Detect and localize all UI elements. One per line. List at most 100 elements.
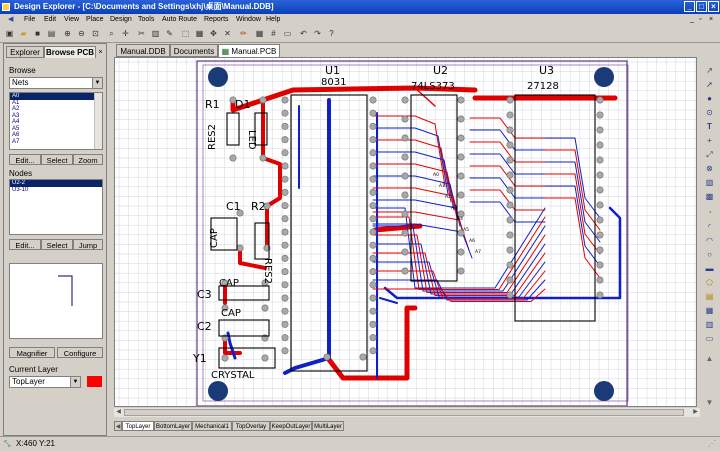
menu-reports[interactable]: Reports bbox=[204, 16, 229, 23]
zoom-in-icon[interactable]: ⊕ bbox=[64, 29, 71, 38]
paste-icon[interactable]: ▥ bbox=[151, 29, 160, 38]
pad-icon[interactable]: ● bbox=[707, 94, 712, 103]
place-icon[interactable]: ✎ bbox=[166, 29, 173, 38]
zoom-fit-icon[interactable]: ⊡ bbox=[92, 29, 99, 38]
layer-tab-toplayer[interactable]: TopLayer bbox=[122, 421, 154, 431]
cut-icon[interactable]: ✂ bbox=[138, 29, 145, 38]
wire-icon[interactable]: ↗ bbox=[706, 66, 713, 75]
pencil-icon[interactable]: ✏ bbox=[240, 29, 247, 38]
menu-tools[interactable]: Tools bbox=[138, 16, 155, 23]
layer-tab-mechanical1[interactable]: Mechanical1 bbox=[192, 421, 232, 431]
mdi-close-icon[interactable]: × bbox=[709, 16, 714, 23]
scroll-up-icon[interactable]: ▲ bbox=[705, 354, 714, 363]
scroll-right-icon[interactable]: ▶ bbox=[693, 409, 698, 415]
layer-tab-topoverlay[interactable]: TopOverlay bbox=[232, 421, 270, 431]
browse-select[interactable]: Nets ▼ bbox=[9, 77, 103, 89]
list-item[interactable]: U3-10 bbox=[12, 186, 29, 193]
list-item[interactable]: U2-2 bbox=[10, 180, 102, 187]
text-icon[interactable]: T bbox=[707, 122, 712, 131]
zoom-out-icon[interactable]: ⊖ bbox=[78, 29, 85, 38]
magnifier-button[interactable]: Magnifier bbox=[9, 347, 55, 358]
paste-array-icon[interactable]: ▥ bbox=[705, 320, 714, 329]
arrow-icon[interactable]: ➚ bbox=[706, 80, 713, 89]
library-icon[interactable]: ▭ bbox=[283, 29, 292, 38]
tab-documents[interactable]: Documents bbox=[170, 44, 218, 57]
layer-tab-bottomlayer[interactable]: BottomLayer bbox=[154, 421, 192, 431]
polygon-icon[interactable]: ⬠ bbox=[706, 278, 713, 287]
tab-manual-pcb[interactable]: ▦ Manual.PCB bbox=[218, 44, 280, 57]
list-item[interactable]: A2 bbox=[12, 106, 20, 112]
arc-center-icon[interactable]: ◔ bbox=[707, 208, 712, 217]
menu-edit[interactable]: Edit bbox=[44, 16, 57, 23]
list-item[interactable]: A5 bbox=[12, 125, 20, 132]
via-icon[interactable]: ⊙ bbox=[706, 108, 713, 117]
circle-icon[interactable]: ○ bbox=[707, 250, 712, 259]
save-icon[interactable]: ■ bbox=[35, 29, 40, 38]
menu-help[interactable]: Help bbox=[266, 16, 281, 23]
mdi-minimize-icon[interactable]: _ bbox=[690, 16, 694, 23]
pcb-drawing[interactable]: U18031U274LS373U327128R1RES2D1LEDC1CAPR2… bbox=[115, 58, 697, 407]
maximize-icon[interactable]: □ bbox=[696, 1, 707, 12]
coordinate-icon[interactable]: + bbox=[707, 136, 712, 145]
menu-design[interactable]: Design bbox=[110, 16, 132, 23]
list-item[interactable]: A0 bbox=[10, 93, 102, 100]
undo-icon[interactable]: ↶ bbox=[300, 29, 307, 38]
list-item[interactable]: A4 bbox=[12, 119, 20, 125]
folder-icon[interactable]: ▰ bbox=[20, 29, 27, 38]
fill-icon[interactable]: ▬ bbox=[705, 264, 714, 273]
select-icon[interactable]: ⬚ bbox=[181, 29, 190, 38]
cross-probe-icon[interactable]: ✛ bbox=[122, 29, 129, 38]
tab-explorer[interactable]: Explorer bbox=[6, 46, 44, 58]
room-icon[interactable]: ▧ bbox=[705, 178, 714, 187]
origin-icon[interactable]: ⊗ bbox=[706, 164, 713, 173]
nodes-list[interactable]: U2-2 U3-10 bbox=[9, 179, 103, 235]
zoom-area-icon[interactable]: ⌕ bbox=[109, 29, 114, 38]
nets-list[interactable]: A0 A1 A2 A3 A4 A5 A6 A7 bbox=[9, 92, 103, 150]
tab-browse-pcb[interactable]: Browse PCB bbox=[44, 46, 96, 58]
current-layer-select[interactable]: TopLayer ▼ bbox=[9, 376, 81, 388]
minimize-icon[interactable]: _ bbox=[684, 1, 695, 12]
move-icon[interactable]: ✥ bbox=[210, 29, 217, 38]
scroll-down-icon[interactable]: ▼ bbox=[705, 398, 714, 407]
select-net-button[interactable]: Select bbox=[41, 154, 73, 165]
print-icon[interactable]: ▤ bbox=[47, 29, 56, 38]
edit-node-button[interactable]: Edit... bbox=[9, 239, 41, 250]
menu-file[interactable]: File bbox=[24, 16, 36, 23]
select-node-button[interactable]: Select bbox=[41, 239, 73, 250]
chevron-down-icon[interactable]: ▼ bbox=[70, 377, 80, 387]
nets-scrollbar[interactable] bbox=[94, 93, 102, 149]
list-item[interactable]: A6 bbox=[12, 132, 20, 138]
configure-button[interactable]: Configure bbox=[57, 347, 103, 358]
list-item[interactable]: A7 bbox=[12, 138, 20, 145]
mdi-restore-icon[interactable]: ▫ bbox=[699, 16, 702, 23]
layer-tab-keepoutlayer[interactable]: KeepOutLayer bbox=[270, 421, 312, 431]
scroll-left-icon[interactable]: ◀ bbox=[116, 409, 121, 415]
array-icon[interactable]: ▦ bbox=[705, 306, 714, 315]
jump-node-button[interactable]: Jump bbox=[73, 239, 103, 250]
edit-net-button[interactable]: Edit... bbox=[9, 154, 41, 165]
help-icon[interactable]: ? bbox=[329, 29, 334, 38]
tab-manual-ddb[interactable]: Manual.DDB bbox=[116, 44, 170, 57]
menu-view[interactable]: View bbox=[64, 16, 80, 23]
arc-edge-icon[interactable]: ◜ bbox=[707, 222, 712, 231]
menu-arrow-icon[interactable]: ◀ bbox=[8, 16, 14, 23]
mini-viewer[interactable] bbox=[9, 263, 103, 339]
list-item[interactable]: A1 bbox=[12, 99, 20, 106]
redo-icon[interactable]: ↷ bbox=[314, 29, 321, 38]
arc-any-icon[interactable]: ◠ bbox=[706, 236, 713, 245]
close-icon[interactable]: × bbox=[708, 1, 719, 12]
menu-auto-route[interactable]: Auto Route bbox=[162, 16, 198, 23]
list-item[interactable]: A3 bbox=[12, 112, 20, 119]
grid-icon[interactable]: # bbox=[271, 29, 276, 38]
layer-prev-icon[interactable]: ◀ bbox=[114, 421, 122, 431]
horizontal-scrollbar[interactable]: ◀ ▶ bbox=[114, 408, 700, 417]
dimension-icon[interactable]: ⤢ bbox=[706, 150, 713, 159]
panel-close-icon[interactable]: × bbox=[98, 49, 103, 56]
explorer-icon[interactable]: ▣ bbox=[5, 29, 14, 38]
table-icon[interactable]: ▦ bbox=[255, 29, 264, 38]
layer-tab-multilayer[interactable]: MultiLayer bbox=[312, 421, 344, 431]
split-plane-icon[interactable]: ▤ bbox=[705, 292, 714, 301]
menu-place[interactable]: Place bbox=[86, 16, 104, 23]
component-icon[interactable]: ▩ bbox=[705, 192, 714, 201]
